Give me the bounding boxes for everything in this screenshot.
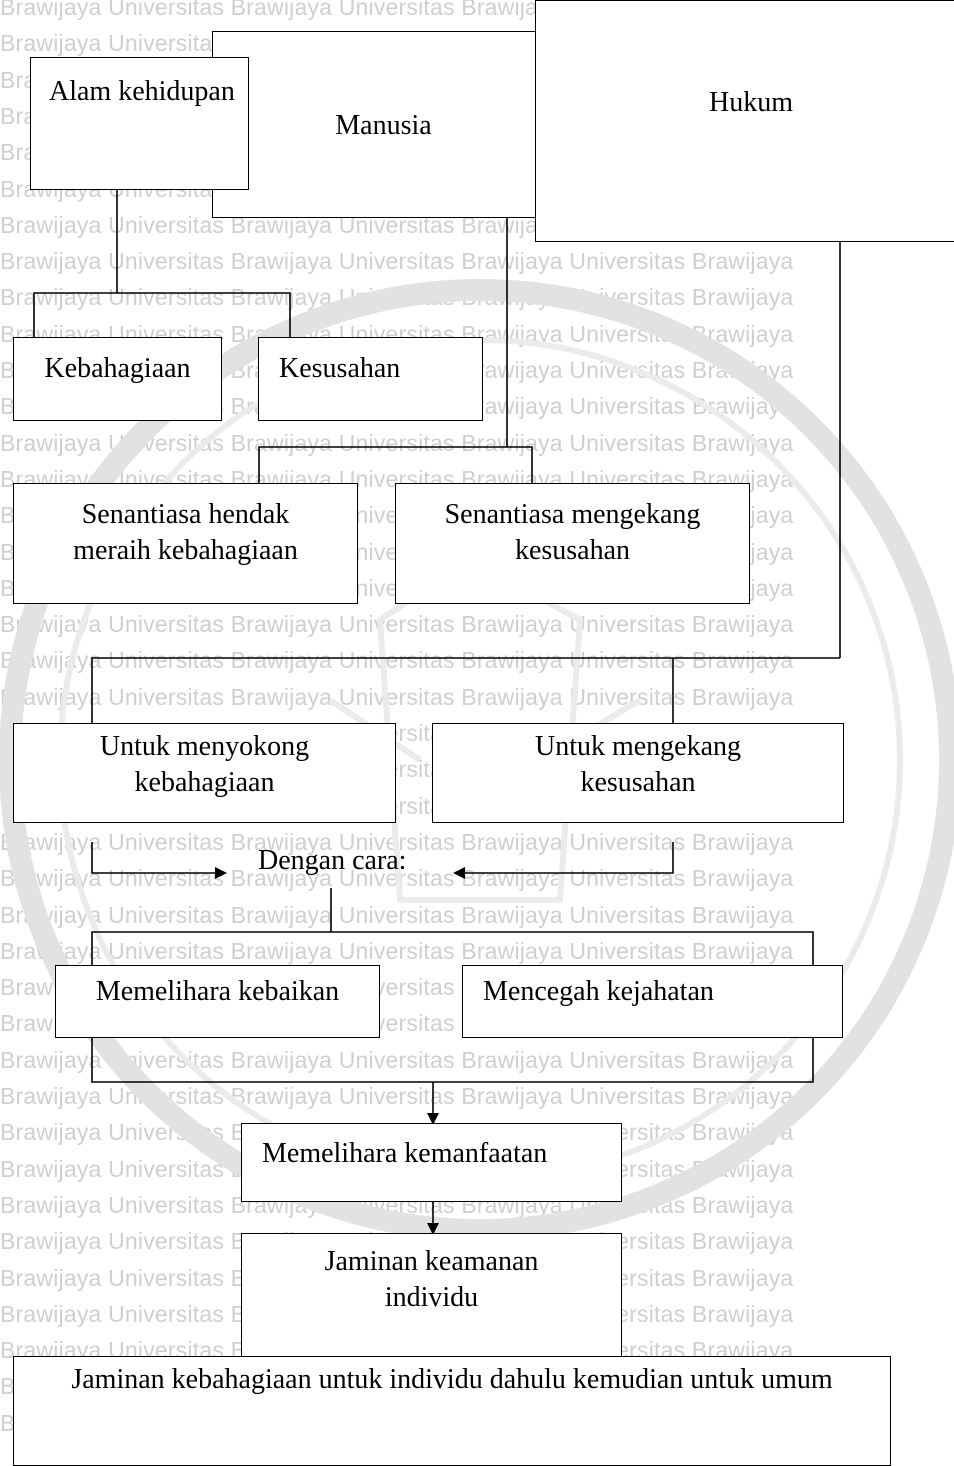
box-memelihara-kemanfaatan: Memelihara kemanfaatan <box>241 1123 622 1202</box>
box-untuk-mengekang: Untuk mengekang kesusahan <box>432 723 844 823</box>
box-untuk-mengekang-text: Untuk mengekang kesusahan <box>534 731 742 798</box>
box-untuk-menyokong: Untuk menyokong kebahagiaan <box>13 723 396 823</box>
box-hukum: Hukum <box>535 0 954 242</box>
box-untuk-menyokong-text: Untuk menyokong kebahagiaan <box>99 731 310 798</box>
watermark-row: Brawijaya Universitas Brawijaya Universi… <box>0 683 794 710</box>
box-mencegah-kejahatan-text: Mencegah kejahatan <box>483 976 714 1007</box>
watermark-row: Brawijaya Universitas Brawijaya Universi… <box>0 248 794 275</box>
box-jaminan-kebahagiaan-text: Jaminan kebahagiaan untuk individu dahul… <box>71 1364 833 1395</box>
watermark-row: Brawijaya Universitas Brawijaya Universi… <box>0 611 794 638</box>
box-mengekang-kesusahan-text: Senantiasa mengekang kesusahan <box>444 499 701 566</box>
box-mengekang-kesusahan: Senantiasa mengekang kesusahan <box>395 483 750 604</box>
box-kesusahan-text: Kesusahan <box>279 353 401 384</box>
box-jaminan-keamanan: Jaminan keamanan individu <box>241 1233 622 1363</box>
box-mencegah-kejahatan: Mencegah kejahatan <box>462 965 843 1038</box>
box-kebahagiaan: Kebahagiaan <box>13 337 222 421</box>
box-manusia: Manusia <box>212 31 555 218</box>
watermark-row: Brawijaya Universitas Brawijaya Universi… <box>0 901 794 928</box>
box-alam-kehidupan: Alam kehidupan <box>30 57 249 190</box>
dengan-cara-label: Dengan cara: <box>258 845 407 876</box>
box-meraih-kebahagiaan: Senantiasa hendak meraih kebahagiaan <box>13 483 358 604</box>
box-alam-kehidupan-text: Alam kehidupan <box>49 76 235 107</box>
box-kebahagiaan-text: Kebahagiaan <box>44 353 191 384</box>
watermark-row: Brawijaya Universitas Brawijaya Universi… <box>0 647 794 674</box>
box-manusia-text: Manusia <box>335 110 432 141</box>
box-memelihara-kebaikan-text: Memelihara kebaikan <box>95 976 340 1007</box>
box-hukum-text: Hukum <box>709 87 793 118</box>
box-memelihara-kemanfaatan-text: Memelihara kemanfaatan <box>262 1138 548 1169</box>
box-memelihara-kebaikan: Memelihara kebaikan <box>55 965 380 1038</box>
box-meraih-kebahagiaan-text: Senantiasa hendak meraih kebahagiaan <box>73 499 298 566</box>
box-jaminan-keamanan-text: Jaminan keamanan individu <box>324 1246 539 1313</box>
watermark-row: Brawijaya Universitas Brawijaya Universi… <box>0 937 794 964</box>
box-kesusahan: Kesusahan <box>258 337 483 421</box>
